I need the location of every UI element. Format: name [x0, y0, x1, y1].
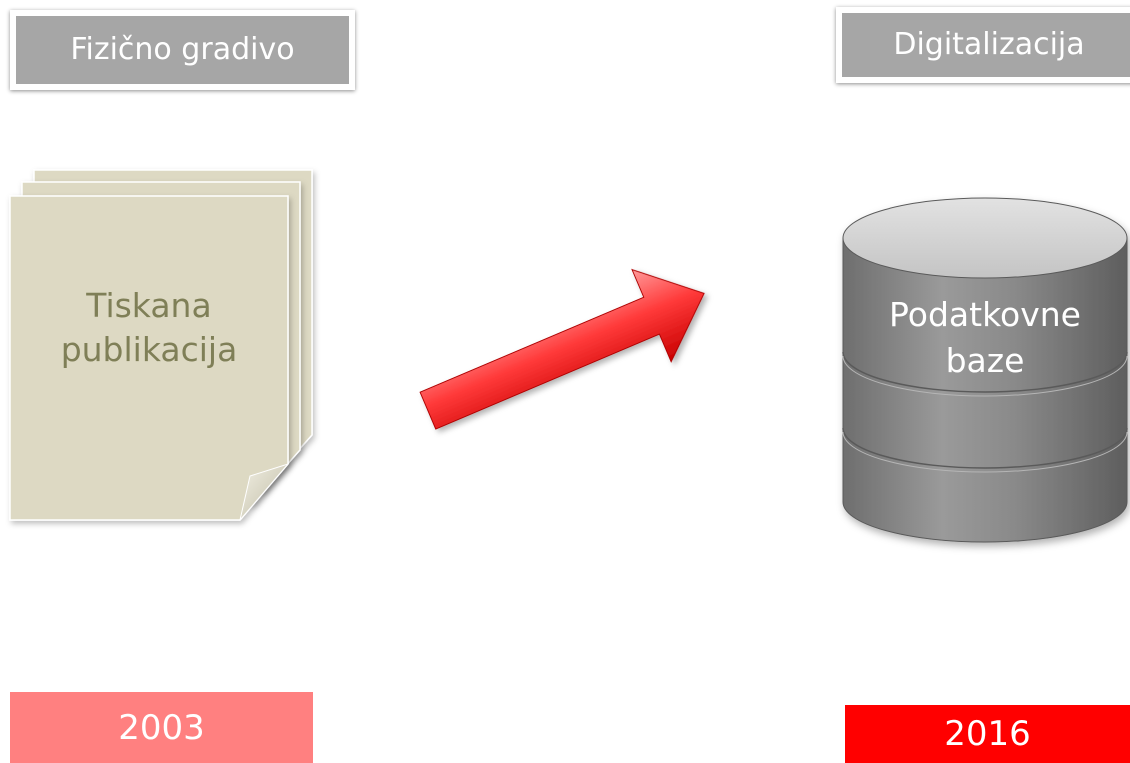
label-physical-material-text: Fizično gradivo: [70, 32, 295, 67]
label-physical-material: Fizično gradivo: [10, 10, 355, 90]
year-right-text: 2016: [944, 714, 1031, 754]
database-label: Podatkovne baze: [840, 292, 1130, 384]
label-digitalization: Digitalizacija: [836, 7, 1130, 83]
database-label-line2: baze: [945, 341, 1025, 380]
year-badge-2016: 2016: [845, 705, 1130, 763]
database-label-line1: Podatkovne: [889, 295, 1081, 334]
year-badge-2003: 2003: [10, 692, 313, 763]
document-label-line1: Tiskana: [86, 286, 212, 325]
year-left-text: 2003: [118, 707, 205, 748]
document-label: Tiskana publikacija: [10, 284, 288, 372]
label-digitalization-text: Digitalizacija: [893, 27, 1085, 62]
document-label-line2: publikacija: [60, 330, 238, 369]
